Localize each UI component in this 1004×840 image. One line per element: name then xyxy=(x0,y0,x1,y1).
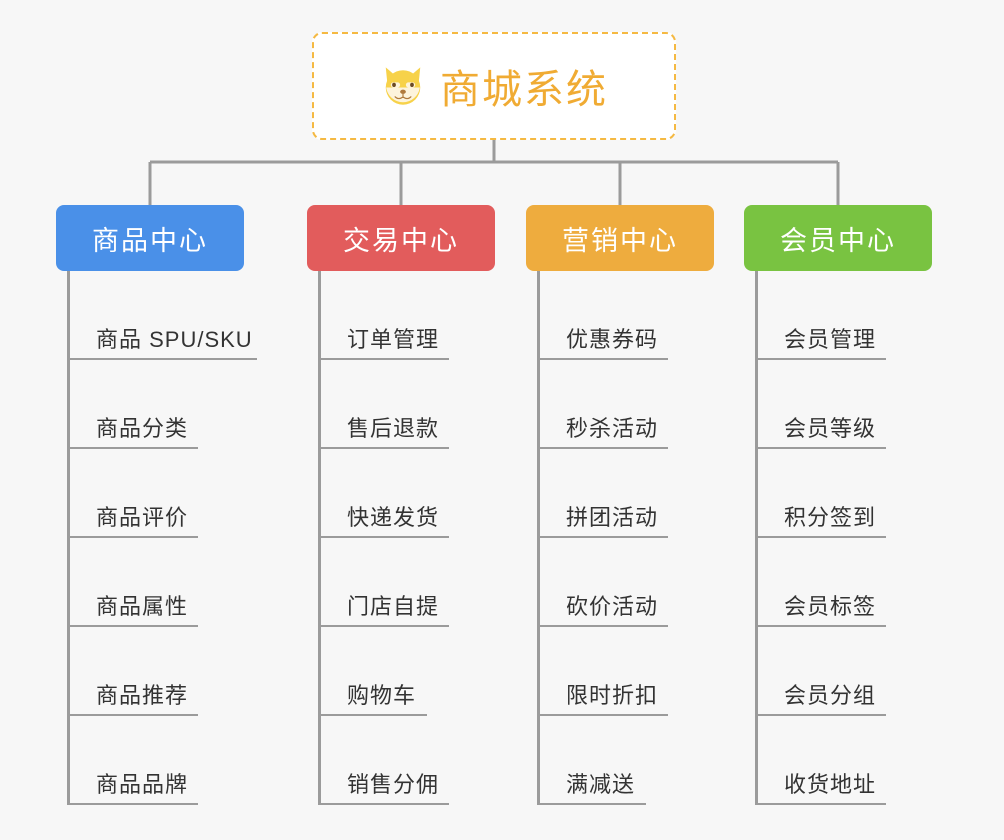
category-header-label: 商品中心 xyxy=(92,225,208,256)
tree-leaf-item[interactable]: 订单管理 xyxy=(307,271,495,360)
tree-leaf-item[interactable]: 门店自提 xyxy=(307,538,495,627)
shiba-dog-face-icon xyxy=(380,63,426,109)
column-spine-line xyxy=(755,271,758,805)
tree-leaf-item[interactable]: 商品属性 xyxy=(56,538,253,627)
tree-leaf-label: 会员等级 xyxy=(784,416,877,441)
tree-leaf-underline xyxy=(537,358,668,360)
category-column-product-center: 商品中心商品 SPU/SKU 商品分类商品评价商品属性商品推荐商品品牌 xyxy=(56,205,257,805)
tree-leaf-label: 购物车 xyxy=(347,683,417,708)
tree-leaf-underline xyxy=(755,803,886,805)
tree-leaf-item[interactable]: 商品 SPU/SKU xyxy=(56,271,257,360)
tree-leaf-label: 商品评价 xyxy=(96,505,189,530)
tree-leaf-underline xyxy=(755,536,886,538)
tree-leaf-label: 订单管理 xyxy=(347,327,440,352)
tree-leaf-underline xyxy=(67,536,198,538)
tree-leaf-label: 商品分类 xyxy=(96,416,189,441)
tree-leaf-label: 优惠券码 xyxy=(566,327,659,352)
tree-leaf-item[interactable]: 购物车 xyxy=(307,627,495,716)
tree-leaf-underline xyxy=(537,447,668,449)
tree-leaf-item[interactable]: 秒杀活动 xyxy=(526,360,714,449)
tree-leaf-label: 满减送 xyxy=(566,772,636,797)
category-header-label: 交易中心 xyxy=(343,225,459,256)
tree-leaf-underline xyxy=(537,803,646,805)
tree-leaf-label: 商品品牌 xyxy=(96,772,189,797)
tree-leaf-underline xyxy=(537,714,668,716)
tree-leaf-item[interactable]: 会员等级 xyxy=(744,360,932,449)
tree-leaf-item[interactable]: 商品推荐 xyxy=(56,627,253,716)
tree-leaf-underline xyxy=(755,625,886,627)
tree-leaf-label: 会员分组 xyxy=(784,683,877,708)
tree-leaf-underline xyxy=(67,358,257,360)
category-header-label: 营销中心 xyxy=(562,225,678,256)
tree-leaf-underline xyxy=(67,803,198,805)
category-column-trade-center: 交易中心订单管理售后退款快递发货门店自提购物车销售分佣 xyxy=(307,205,495,805)
tree-leaf-item[interactable]: 会员管理 xyxy=(744,271,932,360)
column-spine-line xyxy=(67,271,70,805)
tree-leaf-label: 销售分佣 xyxy=(347,772,440,797)
category-header-label: 会员中心 xyxy=(780,225,896,256)
category-header-member-center[interactable]: 会员中心 xyxy=(744,205,932,271)
tree-leaf-label: 商品属性 xyxy=(96,594,189,619)
tree-leaf-item[interactable]: 售后退款 xyxy=(307,360,495,449)
root-node-title: 商城系统 xyxy=(440,68,608,112)
tree-leaf-underline xyxy=(755,358,886,360)
category-column-member-center: 会员中心会员管理会员等级积分签到会员标签会员分组收货地址 xyxy=(744,205,932,805)
tree-leaf-underline xyxy=(537,625,668,627)
tree-leaf-item[interactable]: 积分签到 xyxy=(744,449,932,538)
tree-leaf-item[interactable]: 商品品牌 xyxy=(56,716,253,805)
tree-leaf-label: 门店自提 xyxy=(347,594,440,619)
tree-leaf-item[interactable]: 拼团活动 xyxy=(526,449,714,538)
tree-leaf-label: 拼团活动 xyxy=(566,505,659,530)
tree-leaf-item[interactable]: 砍价活动 xyxy=(526,538,714,627)
tree-leaf-label: 商品 SPU/SKU xyxy=(96,327,253,352)
category-item-list: 优惠券码秒杀活动拼团活动砍价活动限时折扣满减送 xyxy=(526,271,714,805)
category-item-list: 会员管理会员等级积分签到会员标签会员分组收货地址 xyxy=(744,271,932,805)
tree-leaf-underline xyxy=(318,803,449,805)
tree-leaf-label: 快递发货 xyxy=(347,505,440,530)
root-node-shop-system[interactable]: 商城系统 xyxy=(312,32,676,140)
tree-leaf-label: 收货地址 xyxy=(784,772,877,797)
tree-leaf-item[interactable]: 会员分组 xyxy=(744,627,932,716)
tree-leaf-item[interactable]: 快递发货 xyxy=(307,449,495,538)
tree-leaf-underline xyxy=(318,625,449,627)
tree-leaf-underline xyxy=(755,714,886,716)
tree-leaf-underline xyxy=(67,625,198,627)
tree-leaf-underline xyxy=(318,714,427,716)
category-header-product-center[interactable]: 商品中心 xyxy=(56,205,244,271)
tree-leaf-label: 秒杀活动 xyxy=(566,416,659,441)
tree-leaf-label: 砍价活动 xyxy=(566,594,659,619)
category-header-marketing-center[interactable]: 营销中心 xyxy=(526,205,714,271)
category-item-list: 订单管理售后退款快递发货门店自提购物车销售分佣 xyxy=(307,271,495,805)
tree-leaf-item[interactable]: 限时折扣 xyxy=(526,627,714,716)
category-header-trade-center[interactable]: 交易中心 xyxy=(307,205,495,271)
tree-leaf-underline xyxy=(318,536,449,538)
category-item-list: 商品 SPU/SKU 商品分类商品评价商品属性商品推荐商品品牌 xyxy=(56,271,257,805)
column-spine-line xyxy=(318,271,321,805)
tree-leaf-item[interactable]: 销售分佣 xyxy=(307,716,495,805)
tree-leaf-underline xyxy=(537,536,668,538)
tree-leaf-underline xyxy=(318,358,449,360)
tree-leaf-underline xyxy=(67,447,198,449)
tree-leaf-label: 会员标签 xyxy=(784,594,877,619)
tree-leaf-underline xyxy=(755,447,886,449)
tree-leaf-label: 售后退款 xyxy=(347,416,440,441)
column-spine-line xyxy=(537,271,540,805)
tree-leaf-label: 会员管理 xyxy=(784,327,877,352)
tree-leaf-item[interactable]: 商品评价 xyxy=(56,449,253,538)
tree-leaf-item[interactable]: 满减送 xyxy=(526,716,714,805)
tree-leaf-item[interactable]: 商品分类 xyxy=(56,360,253,449)
tree-leaf-underline xyxy=(318,447,449,449)
tree-leaf-label: 限时折扣 xyxy=(566,683,659,708)
tree-leaf-underline xyxy=(67,714,198,716)
tree-leaf-item[interactable]: 优惠券码 xyxy=(526,271,714,360)
tree-leaf-label: 积分签到 xyxy=(784,505,877,530)
tree-leaf-label: 商品推荐 xyxy=(96,683,189,708)
tree-leaf-item[interactable]: 收货地址 xyxy=(744,716,932,805)
tree-leaf-item[interactable]: 会员标签 xyxy=(744,538,932,627)
category-column-marketing-center: 营销中心优惠券码秒杀活动拼团活动砍价活动限时折扣满减送 xyxy=(526,205,714,805)
